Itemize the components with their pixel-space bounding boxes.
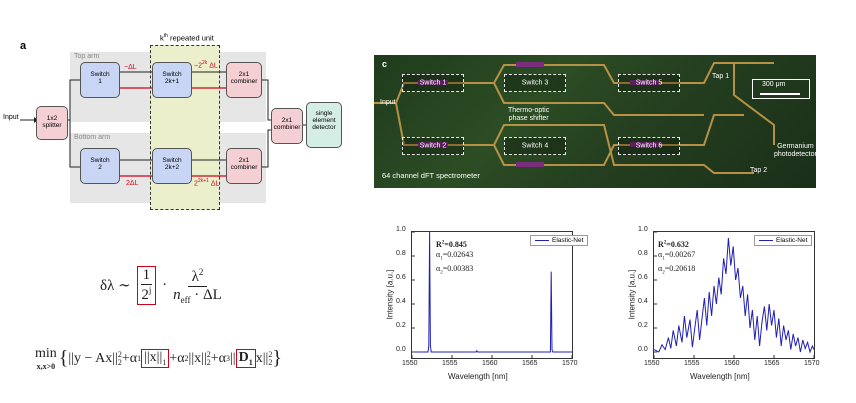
top-arm-label: Top arm xyxy=(74,53,100,60)
chart-2-xtick-label: 1560 xyxy=(724,360,740,367)
scale-label: 300 μm xyxy=(762,81,786,88)
chart-2-ytick-label: 1.0 xyxy=(638,226,648,233)
chart-2-ytick-label: 0.4 xyxy=(638,298,648,305)
tap-1-label: Tap 1 xyxy=(712,73,730,80)
chip-caption: 64 channel dFT spectrometer xyxy=(382,171,480,180)
chart-1-ylabel: Intensity [a.u.] xyxy=(385,269,395,320)
chart-2-frame xyxy=(653,231,815,359)
scale-bar xyxy=(760,93,800,95)
chart-1-plot xyxy=(412,232,572,358)
chart-1-xtick-label: 1560 xyxy=(482,360,498,367)
delay-bottom-1: 2ΔL xyxy=(126,180,139,187)
chart-1-series-line xyxy=(412,232,572,353)
chart-2-xtick-label: 1570 xyxy=(804,360,820,367)
bottom-arm-label: Bottom arm xyxy=(74,134,111,141)
chip-micrograph: c Input Switch 1 Switch 2 Switch 3 Switc… xyxy=(374,55,817,188)
chart-2-xlabel: Wavelength [nm] xyxy=(690,372,750,381)
chart-2-series-line xyxy=(654,237,814,354)
chart-2-ytick-label: 0.0 xyxy=(638,346,648,353)
chart-2-xtick-label: 1555 xyxy=(684,360,700,367)
chip-switch-1: Switch 1 xyxy=(402,74,464,92)
chart-2-plot xyxy=(654,232,814,358)
eq2-boxed-d1: D1 xyxy=(235,349,256,368)
chart-1-ytick-label: 0.0 xyxy=(396,346,406,353)
repeated-unit-label: kth repeated unit xyxy=(160,33,214,43)
delay-top-1: −ΔL xyxy=(124,64,137,71)
chip-switch-2: Switch 2 xyxy=(402,137,464,155)
chart-2-ytick-label: 0.8 xyxy=(638,250,648,257)
chart-1-frame xyxy=(411,231,573,359)
waveguide-traces xyxy=(374,62,775,174)
chart-1-stats: R2=0.845 α1=0.02643 α2=0.00383 xyxy=(436,239,474,276)
chart-1-legend: Elastic-Net xyxy=(530,235,589,246)
chart-1-xlabel: Wavelength [nm] xyxy=(448,372,508,381)
panel-c-label: c xyxy=(382,59,388,69)
tap-2-label: Tap 2 xyxy=(750,167,768,174)
chip-input-label: Input xyxy=(380,99,396,106)
chart-1-xtick-label: 1550 xyxy=(402,360,418,367)
chart-2-stats: R2=0.632 α1=0.00267 α2=0.20618 xyxy=(658,239,696,276)
chart-1-xtick-label: 1555 xyxy=(442,360,458,367)
eq1-fraction-2: λ2 neff · ΔL xyxy=(173,266,222,305)
chart-2-xtick-label: 1565 xyxy=(764,360,780,367)
chip-switch-4: Switch 4 xyxy=(504,137,566,155)
chart-1-xtick-label: 1570 xyxy=(562,360,578,367)
equation-1: δλ ∼ 1 2j · λ2 neff · ΔL xyxy=(100,266,222,305)
chip-switch-6: Switch 6 xyxy=(618,137,680,155)
chip-switch-3: Switch 3 xyxy=(504,74,566,92)
chart-1-ytick-label: 0.6 xyxy=(396,274,406,281)
chart-2-ylabel: Intensity [a.u.] xyxy=(627,269,637,320)
delay-top-2: −22k ΔL xyxy=(194,60,218,70)
panel-a-label: a xyxy=(20,40,27,52)
delay-bottom-2: 22k+1 ΔL xyxy=(194,178,220,188)
chart-1-ytick-label: 1.0 xyxy=(396,226,406,233)
chart-2-legend: Elastic-Net xyxy=(754,235,813,246)
schematic-lines xyxy=(20,71,306,177)
input-label: Input xyxy=(3,114,19,121)
eq1-boxed-fraction: 1 2j xyxy=(136,266,157,305)
eq2-boxed-l1: ||x||1 xyxy=(141,349,170,368)
scale-bar-box xyxy=(752,79,810,99)
chart-2-xtick-label: 1550 xyxy=(644,360,660,367)
chart-1-ytick-label: 0.4 xyxy=(396,298,406,305)
chip-switch-5: Switch 5 xyxy=(618,74,680,92)
chart-1-ytick-label: 0.8 xyxy=(396,250,406,257)
chart-2-ytick-label: 0.2 xyxy=(638,322,648,329)
chart-1-xtick-label: 1565 xyxy=(522,360,538,367)
chart-1-ytick-label: 0.2 xyxy=(396,322,406,329)
chart-2-ytick-label: 0.6 xyxy=(638,274,648,281)
